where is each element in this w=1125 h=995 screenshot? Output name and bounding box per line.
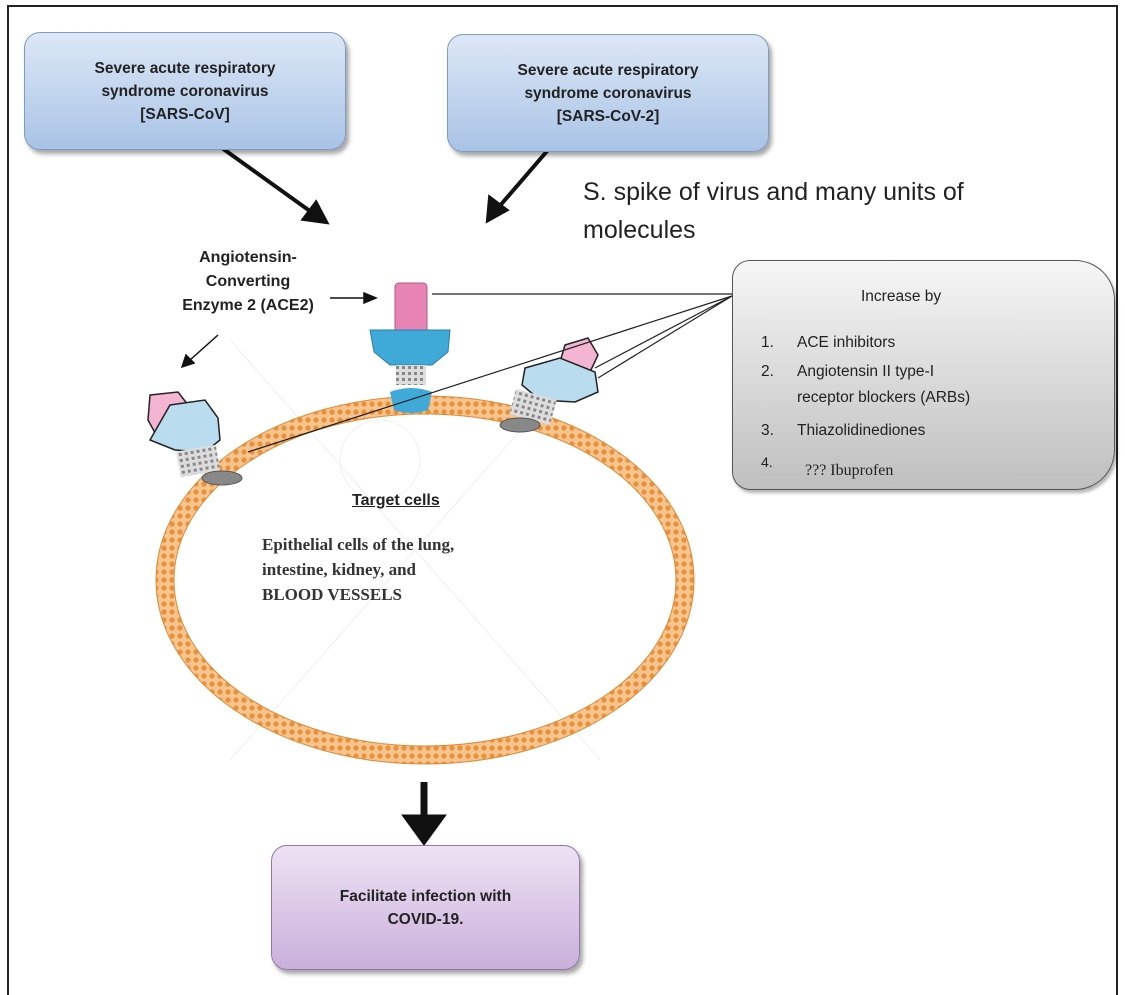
target-cells-line-3: BLOOD VESSELS [262, 585, 403, 604]
increase-item-3: 3. Thiazolidinediones [761, 419, 925, 442]
increase-item-2-line-1: Angiotensin II type-I [797, 363, 934, 380]
increase-item-4-text: ??? Ibuprofen [805, 462, 894, 479]
ace2-receptor-left [147, 391, 243, 486]
arrow-ace2-to-left-receptor [180, 334, 219, 369]
target-cells-description: Epithelial cells of the lung, intestine,… [262, 532, 454, 607]
increase-item-2-num: 2. [761, 363, 774, 380]
sars-cov2-box: Severe acute respiratory syndrome corona… [447, 34, 769, 152]
arrow-to-outcome [401, 782, 447, 846]
increase-item-4-num: 4. [761, 454, 773, 470]
ace2-label-line-3: Enzyme 2 (ACE2) [182, 297, 314, 314]
sars-cov-line-2: syndrome coronavirus [101, 82, 269, 100]
target-cells-line-1: Epithelial cells of the lung, [262, 535, 455, 554]
increase-by-title: Increase by [861, 288, 942, 305]
arrow-ace2-to-receptor [330, 291, 378, 305]
sars-cov-box: Severe acute respiratory syndrome corona… [24, 32, 346, 150]
arrow-sars-cov [220, 146, 330, 225]
outcome-box: Facilitate infection with COVID-19. [271, 845, 580, 970]
increase-item-1-text: ACE inhibitors [797, 334, 896, 351]
ace2-receptor-top [369, 282, 451, 413]
sars-cov2-line-1: Severe acute respiratory [517, 61, 699, 79]
outcome-line-2: COVID-19. [387, 910, 464, 928]
ace2-label-line-2: Converting [205, 273, 291, 290]
sars-cov-line-3: [SARS-CoV] [140, 105, 230, 123]
increase-item-1-num: 1. [761, 334, 774, 351]
arrow-sars-cov2 [485, 148, 550, 224]
sars-cov-line-1: Severe acute respiratory [94, 59, 276, 77]
increase-item-4: 4. ??? Ibuprofen [761, 451, 893, 479]
spike-label-line-1: S. spike of virus and many units of [583, 178, 964, 206]
sars-cov2-line-3: [SARS-CoV-2] [556, 107, 660, 125]
target-cells-line-2: intestine, kidney, and [262, 560, 416, 579]
ace2-label: Angiotensin- Converting Enzyme 2 (ACE2) [158, 246, 338, 318]
increase-item-3-num: 3. [761, 422, 774, 439]
increase-by-box: Increase by 1. ACE inhibitors 2. Angiotens… [732, 260, 1115, 490]
ace2-label-line-1: Angiotensin- [199, 249, 297, 266]
outcome-line-1: Facilitate infection with [339, 887, 512, 905]
increase-item-3-text: Thiazolidinediones [797, 422, 926, 439]
increase-item-1: 1. ACE inhibitors [761, 331, 895, 354]
sars-cov2-line-2: syndrome coronavirus [524, 84, 692, 102]
figure-frame [7, 5, 1118, 995]
increase-item-2: 2. Angiotensin II type-I receptor blockers… [761, 359, 970, 411]
ace2-receptor-right [499, 337, 599, 433]
spike-label: S. spike of virus and many units of mole… [583, 173, 964, 249]
target-cells-title: Target cells [352, 492, 440, 509]
increase-item-2-line-2: receptor blockers (ARBs) [797, 389, 971, 406]
spike-label-line-2: molecules [583, 216, 696, 244]
connector-lines [247, 293, 733, 453]
